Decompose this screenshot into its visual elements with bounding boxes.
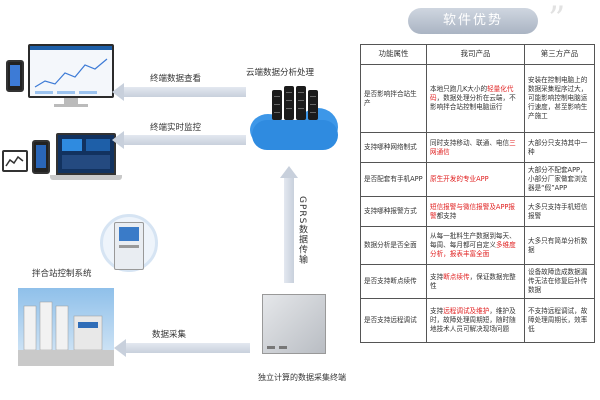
cell-ours: 本地只跑几K大小的轻量化代码，数据处理分析在云端，不影响拌合站控制电脑运行 (426, 64, 525, 133)
cell-text: 支持 (430, 307, 444, 316)
collect-arrow (114, 339, 250, 357)
collector-terminal-illustration (262, 294, 326, 354)
cell-text: ，保证数据完整性 (430, 272, 516, 290)
view-label: 终端数据查看 (150, 74, 202, 84)
cell-third: 不支持远程调试，故障处理周期长，效率低 (524, 298, 595, 343)
monitor-label: 终端实时监控 (150, 123, 202, 133)
cell-ours: 原生开发的专业APP (426, 162, 525, 197)
cell-third: 安装在控制电脑上的数据采集程序过大，可能影响控制电脑运行速度，甚至影响生产施工 (524, 64, 595, 133)
cell-text: 同时支持移动、联通、电信 (430, 138, 510, 147)
cell-attr: 数据分析是否全面 (360, 226, 427, 265)
dashboard-monitor-illustration (28, 44, 114, 98)
cell-attr: 支持哪种网络制式 (360, 132, 427, 163)
cell-ours: 从每一批料生产数据到每天、每周、每月都可自定义多维度分析，报表丰富全面 (426, 226, 525, 265)
table-row: 支持哪种报警方式短信报警与微信报警及APP报警都支持大多只支持手机短信报警 (360, 196, 595, 227)
cell-ours: 支持断点续传，保证数据完整性 (426, 264, 525, 299)
cell-third: 大多只支持手机短信报警 (524, 196, 595, 227)
header-third: 第三方产品 (524, 44, 595, 65)
panel-title: 软件优势 (408, 8, 538, 34)
cell-third: 大部分只支持其中一种 (524, 132, 595, 163)
terminal-label: 独立计算的数据采集终端 (258, 373, 346, 382)
control-kiosk-illustration (114, 222, 144, 270)
highlight-text: 断点续传 (443, 272, 470, 281)
comparison-table: 功能属性 我司产品 第三方产品 是否影响拌合站生产本地只跑几K大小的轻量化代码，… (360, 44, 595, 343)
header-attr: 功能属性 (360, 44, 427, 65)
cell-text: 支持 (430, 272, 444, 281)
table-row: 支持哪种网络制式同时支持移动、联通、电信三网通信大部分只支持其中一种 (360, 132, 595, 163)
cell-text: 本地只跑几K大小的 (430, 85, 488, 94)
highlight-text: 三网通信 (430, 138, 516, 156)
cell-third: 大部分不配套APP，小部分厂家做套浏览器是“假”APP (524, 162, 595, 197)
cell-ours: 支持远程调试及维护，维护及时，故障处理周期短，随时随地技术人员可解决现场问题 (426, 298, 525, 343)
highlight-text: 轻量化代码 (430, 85, 514, 103)
cell-attr: 是否支持断点续传 (360, 264, 427, 299)
cell-attr: 是否配套有手机APP (360, 162, 427, 197)
desktop-pc-icon (2, 150, 28, 172)
highlight-text: 多维度分析，报表丰富全面 (430, 241, 516, 258)
collect-label: 数据采集 (152, 330, 187, 340)
cloud-label: 云端数据分析处理 (246, 68, 315, 78)
table-row: 是否支持远程调试支持远程调试及维护，维护及时，故障处理周期短，随时随地技术人员可… (360, 298, 595, 343)
highlight-text: 原生开发的专业APP (430, 175, 489, 184)
highlight-text: 短信报警与微信报警及APP报警 (430, 202, 515, 220)
cell-text: ，维护及时，故障处理周期短，随时随地技术人员可解决现场问题 (430, 307, 516, 333)
table-header-row: 功能属性 我司产品 第三方产品 (360, 44, 595, 65)
cell-ours: 同时支持移动、联通、电信三网通信 (426, 132, 525, 163)
cell-text: 都支持 (436, 211, 457, 220)
cell-third: 大多只有简单分析数据 (524, 226, 595, 265)
cell-text: ，数据处理分析在云端，不影响拌合站控制电脑运行 (430, 94, 516, 111)
phone-illustration (6, 60, 24, 92)
view-arrow (112, 83, 246, 101)
gprs-label: GPRS数据传输 (297, 196, 307, 265)
monitor-arrow (112, 131, 246, 149)
cell-attr: 是否支持远程调试 (360, 298, 427, 343)
cell-third: 设备故障造成数据漏传无法在修复后补传数据 (524, 264, 595, 299)
laptop-illustration (56, 133, 116, 175)
monitor-stand (64, 98, 78, 104)
table-row: 是否支持断点续传支持断点续传，保证数据完整性设备故障造成数据漏传无法在修复后补传… (360, 264, 595, 299)
gprs-arrow (280, 166, 298, 283)
table-row: 数据分析是否全面从每一批料生产数据到每天、每周、每月都可自定义多维度分析，报表丰… (360, 226, 595, 265)
highlight-text: 远程调试及维护 (443, 307, 490, 316)
cell-attr: 是否影响拌合站生产 (360, 64, 427, 133)
plant-label: 拌合站控制系统 (32, 269, 92, 279)
cell-attr: 支持哪种报警方式 (360, 196, 427, 227)
cell-ours: 短信报警与微信报警及APP报警都支持 (426, 196, 525, 227)
cell-text: 从每一批料生产数据到每天、每周、每月都可自定义 (430, 232, 516, 250)
monitor-base (54, 104, 88, 107)
phone-illustration-2 (32, 140, 50, 174)
cloud-icon (246, 84, 342, 154)
quote-mark-icon: ” (548, 0, 566, 39)
laptop-base (50, 175, 122, 180)
mixing-plant-illustration (18, 288, 114, 366)
table-row: 是否影响拌合站生产本地只跑几K大小的轻量化代码，数据处理分析在云端，不影响拌合站… (360, 64, 595, 133)
header-ours: 我司产品 (426, 44, 525, 65)
